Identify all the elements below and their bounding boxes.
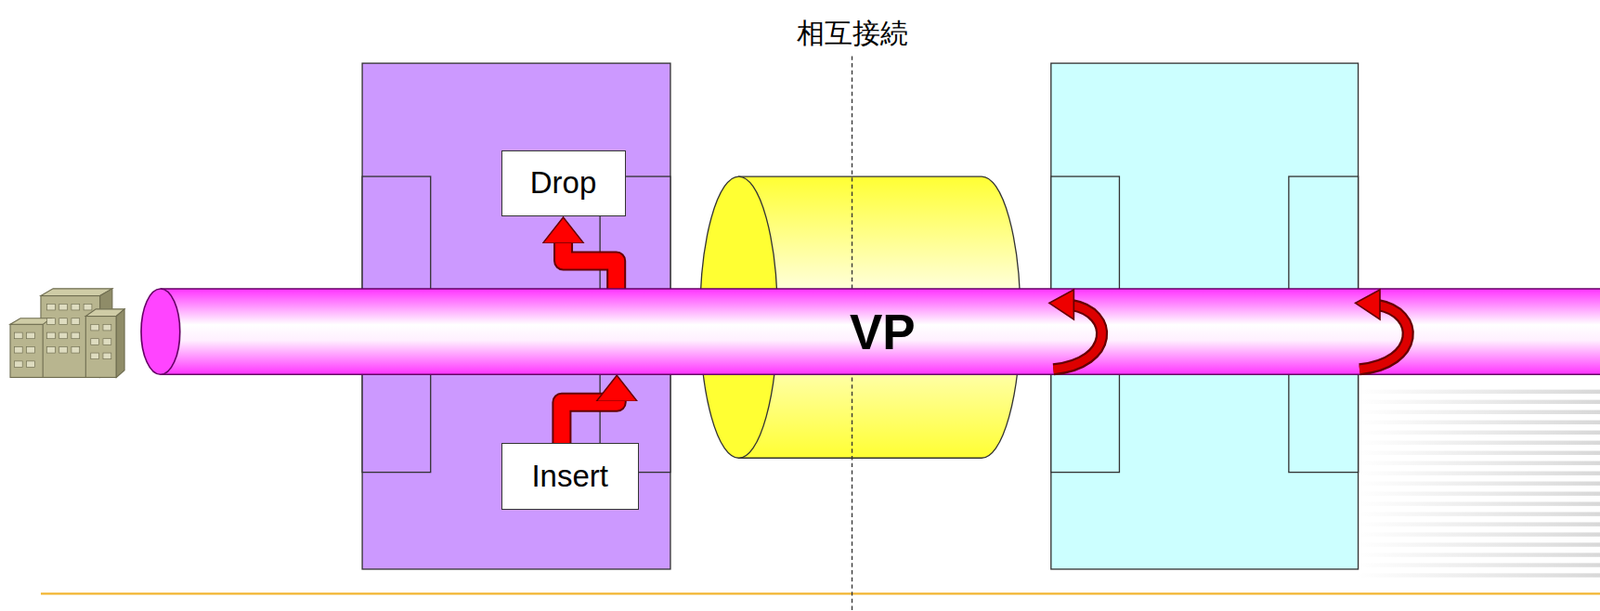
stripe-decoration: [1356, 390, 1600, 578]
drop-box: Drop: [501, 150, 626, 217]
arrow-shaft: [563, 242, 617, 289]
pipe-edge: [160, 287, 1600, 290]
insert-box: Insert: [501, 442, 639, 511]
footer-rule: [40, 592, 1600, 595]
loopback-arrow: [1354, 289, 1408, 370]
arrow-outline: [563, 242, 617, 289]
path-label: VP: [849, 303, 916, 361]
loopback-arrow: [1049, 289, 1103, 370]
pipe-end: [141, 288, 181, 375]
vp-pipe: VP: [141, 288, 1600, 375]
arrow-outline: [561, 400, 617, 443]
function-label: Insert: [531, 458, 609, 495]
building-icon: [10, 288, 125, 378]
flow-arrow: [561, 400, 617, 443]
interconnect-heading: 相互接続: [796, 14, 909, 53]
flow-arrow: [563, 242, 617, 289]
pipe-body: [160, 288, 1600, 375]
arrow-shaft: [561, 400, 617, 443]
pipe-edge: [160, 373, 1600, 376]
function-label: Drop: [530, 165, 598, 201]
